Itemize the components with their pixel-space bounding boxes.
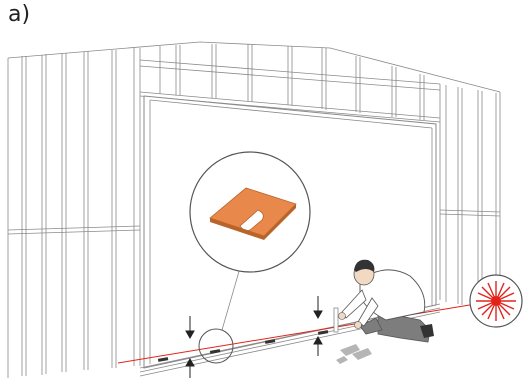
footprint-icon	[336, 344, 372, 364]
laser-burst-icon	[470, 275, 522, 327]
up-arrow-icon	[314, 337, 322, 356]
laser-detector	[334, 308, 338, 332]
